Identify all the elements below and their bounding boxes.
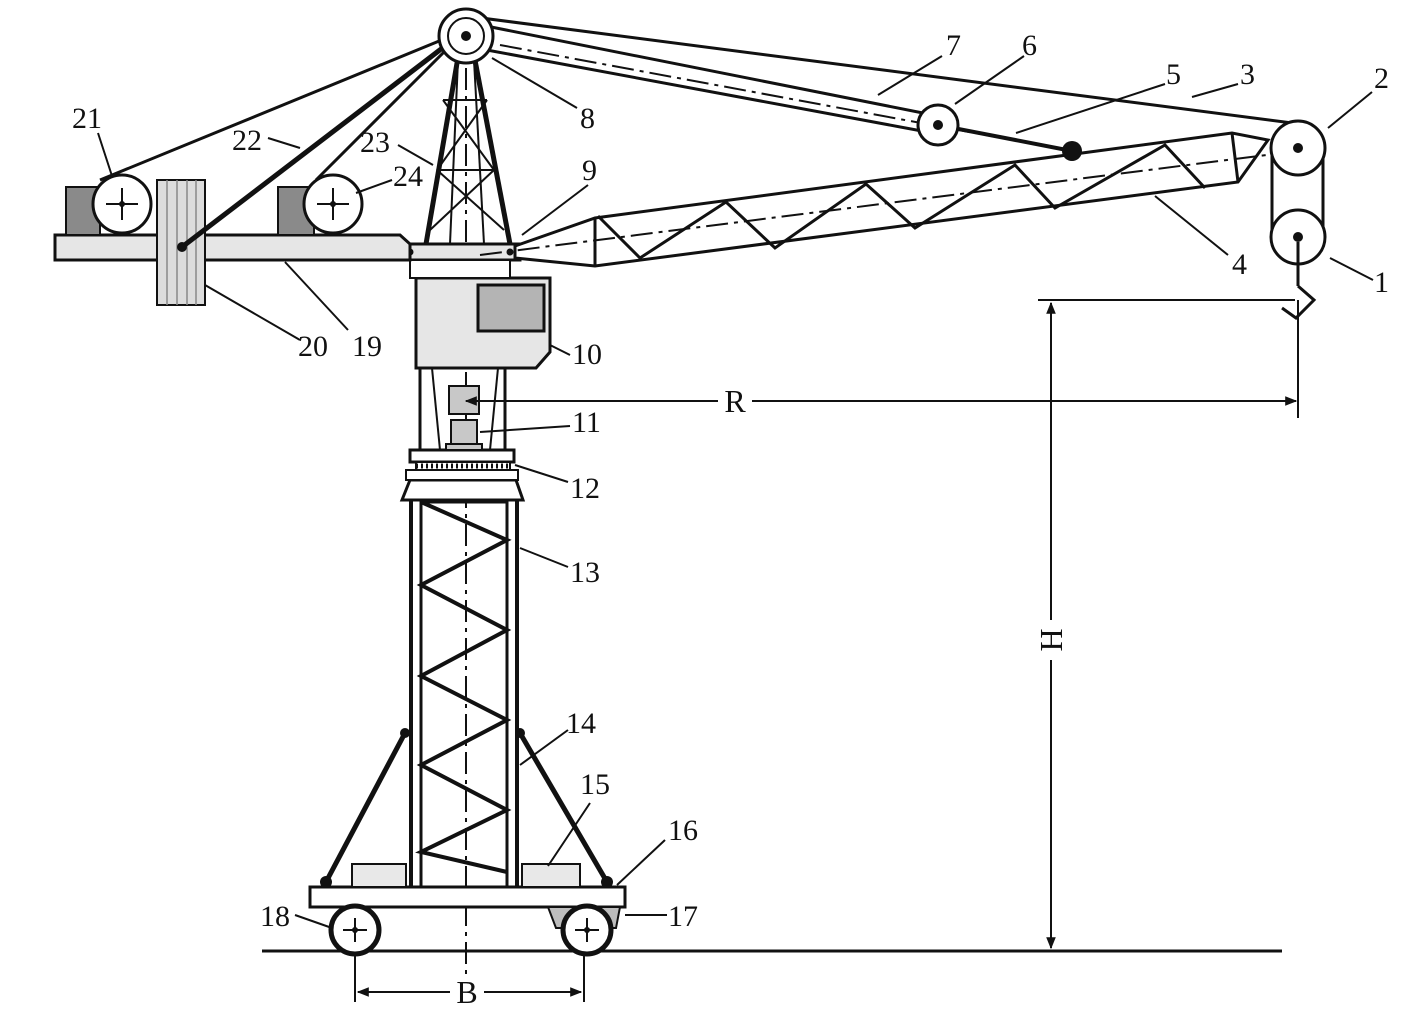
luffing-drum-rope	[314, 28, 468, 182]
pendant-connector	[1062, 141, 1082, 161]
callout-18: 18	[260, 900, 290, 933]
callout-24: 24	[393, 160, 423, 193]
turntable-platform	[398, 242, 522, 262]
callout-16: 16	[668, 814, 698, 847]
jib-tie-dash	[499, 44, 1073, 152]
callout-9: 9	[582, 154, 597, 187]
backstay	[180, 28, 468, 249]
upper-structure	[398, 242, 552, 451]
ropes	[99, 14, 1325, 249]
callout-4: 4	[1232, 248, 1247, 281]
callout-21: 21	[72, 102, 102, 135]
callout-8: 8	[580, 102, 595, 135]
tower-mast	[409, 500, 519, 887]
callout-6: 6	[1022, 29, 1037, 62]
callout-12: 12	[570, 472, 600, 505]
callout-19: 19	[352, 330, 382, 363]
callout-17: 17	[668, 900, 698, 933]
jib-centerline	[479, 151, 1291, 256]
jib-outline	[513, 131, 1271, 268]
hook-icon	[1281, 284, 1317, 320]
callout-1: 1	[1374, 266, 1389, 299]
height-label: H	[1033, 628, 1069, 651]
cab-window	[476, 283, 546, 333]
counter-jib-beam	[53, 233, 412, 262]
wheel-right	[560, 903, 614, 957]
ballast-block-left	[351, 863, 407, 888]
luffing-rope-upper	[465, 20, 939, 118]
hoist-winch-drum	[91, 173, 153, 235]
callout-5: 5	[1166, 58, 1181, 91]
a-frame	[423, 33, 513, 245]
callout-10: 10	[572, 338, 602, 371]
callout-3: 3	[1240, 58, 1255, 91]
luffing-winch-drum	[302, 173, 364, 235]
radius-label: R	[724, 383, 746, 419]
slewing-unit	[399, 448, 526, 502]
callout-14: 14	[566, 707, 596, 740]
slewing-ring	[408, 448, 516, 464]
chassis-frame	[308, 885, 627, 909]
slewing-gearbox	[450, 419, 478, 445]
callout-20: 20	[298, 330, 328, 363]
strut-left	[323, 731, 408, 884]
callout-7: 7	[946, 29, 961, 62]
strut-right	[517, 731, 610, 884]
jib	[479, 131, 1291, 268]
hook-block	[1269, 208, 1327, 320]
ballast-block-right	[521, 863, 581, 888]
slewing-flange	[399, 478, 526, 502]
callout-2: 2	[1374, 62, 1389, 95]
callout-11: 11	[572, 406, 601, 439]
jib-head-sheave	[1269, 119, 1327, 177]
callout-numbers: 1 2 3 4 5 6 7 8 9 10 11 12 13 14 15 16 1…	[72, 29, 1389, 933]
leader-lines	[97, 55, 1374, 929]
hoist-rope	[465, 14, 1301, 126]
undercarriage	[308, 728, 627, 957]
dimension-height: H	[1033, 299, 1295, 950]
callout-22: 22	[232, 124, 262, 157]
dimension-base: B	[354, 955, 585, 1010]
wheel-left	[328, 903, 382, 957]
counter-jib	[53, 173, 412, 306]
callout-13: 13	[570, 556, 600, 589]
luffing-rope-lower	[475, 46, 939, 136]
tower-top-sheave	[437, 7, 495, 65]
dimension-radius: R	[464, 300, 1299, 419]
luffing-pulley-block	[916, 103, 960, 147]
callout-23: 23	[360, 126, 390, 159]
callout-15: 15	[580, 768, 610, 801]
counter-jib-rope	[99, 28, 467, 182]
base-label: B	[456, 974, 477, 1010]
